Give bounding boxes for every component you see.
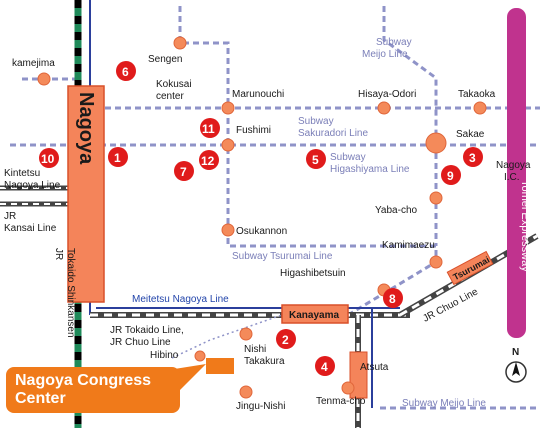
svg-text:6: 6 xyxy=(122,65,129,79)
line-jr-chuo: JR Chuo Line xyxy=(421,286,480,324)
marker-5: 5 xyxy=(306,149,326,169)
marker-7: 7 xyxy=(174,161,194,181)
marker-6: 6 xyxy=(116,61,136,81)
line-tsurumai: Subway Tsurumai Line xyxy=(232,251,333,262)
callout-line-2: Center xyxy=(15,390,66,407)
svg-text:12: 12 xyxy=(201,154,215,168)
station-kamimaezu: Kamimaezu xyxy=(382,240,435,251)
station-yaba-cho: Yaba-cho xyxy=(375,205,418,216)
kanayama-station-box: Kanayama xyxy=(281,304,349,324)
station-hibino: Hibino xyxy=(150,350,179,361)
nagoya-label: Nagoya xyxy=(75,92,97,165)
tsurumai-line xyxy=(226,108,438,262)
station-hisaya-odori: Hisaya-Odori xyxy=(358,89,416,100)
north-label: N xyxy=(512,347,519,358)
svg-text:8: 8 xyxy=(389,292,396,306)
station-atsuta: Atsuta xyxy=(360,362,389,373)
station-tenma-cho: Tenma-cho xyxy=(316,396,366,407)
svg-text:7: 7 xyxy=(180,165,187,179)
sakuradori-line xyxy=(22,77,540,110)
station-higashibetsuin: Higashibetsuin xyxy=(280,268,346,279)
station-marunouchi: Marunouchi xyxy=(232,89,284,100)
station-jingu-nishi: Jingu-Nishi xyxy=(236,401,285,412)
svg-text:4: 4 xyxy=(321,360,328,374)
marker-10: 10 xyxy=(39,148,59,168)
svg-text:5: 5 xyxy=(312,153,319,167)
tomei-expressway xyxy=(507,8,526,338)
svg-text:10: 10 xyxy=(41,152,55,166)
station-sakae: Sakae xyxy=(456,129,485,140)
line-meijo-bottom: Subway Meijo Line xyxy=(402,398,486,409)
line-jr-shinkansen: JRTokaido Shinkansen xyxy=(53,248,76,338)
svg-text:9: 9 xyxy=(447,169,454,183)
tsurumai-station-box: Tsurumai xyxy=(446,250,494,286)
line-meitetsu: Meitetsu Nagoya Line xyxy=(132,294,229,305)
station-takaoka: Takaoka xyxy=(458,89,496,100)
marker-9: 9 xyxy=(441,165,461,185)
line-jr-tokaido-chuo: JR Tokaido Line,JR Chuo Line xyxy=(110,325,184,348)
station-sengen: Sengen xyxy=(148,54,182,65)
svg-text:3: 3 xyxy=(469,151,476,165)
marker-4: 4 xyxy=(315,356,335,376)
marker-12: 12 xyxy=(199,150,219,170)
marker-8: 8 xyxy=(383,288,403,308)
station-dots xyxy=(37,36,487,399)
marker-11: 11 xyxy=(200,118,220,138)
station-fushimi: Fushimi xyxy=(236,125,271,136)
meijo-line-top xyxy=(178,6,438,143)
svg-text:1: 1 xyxy=(114,151,121,165)
marker-2: 2 xyxy=(276,329,296,349)
congress-center-callout[interactable]: Nagoya Congress Center xyxy=(6,367,180,413)
marker-1: 1 xyxy=(108,147,128,167)
marker-3: 3 xyxy=(463,147,483,167)
svg-text:11: 11 xyxy=(202,122,215,136)
station-kamejima: kamejima xyxy=(12,58,55,69)
svg-text:2: 2 xyxy=(282,333,289,347)
congress-center-site xyxy=(206,358,234,374)
numbered-markers: 1 2 4 6 7 8 9 10 11 12 3 5 xyxy=(39,61,483,376)
nagoya-station-box: Nagoya xyxy=(67,85,105,303)
tomei-label: Tomei Expressway xyxy=(519,180,531,272)
callout-line-1: Nagoya Congress xyxy=(15,372,152,389)
north-arrow: N xyxy=(505,347,527,383)
station-osukannon: Osukannon xyxy=(236,226,287,237)
kanayama-label: Kanayama xyxy=(289,310,339,321)
